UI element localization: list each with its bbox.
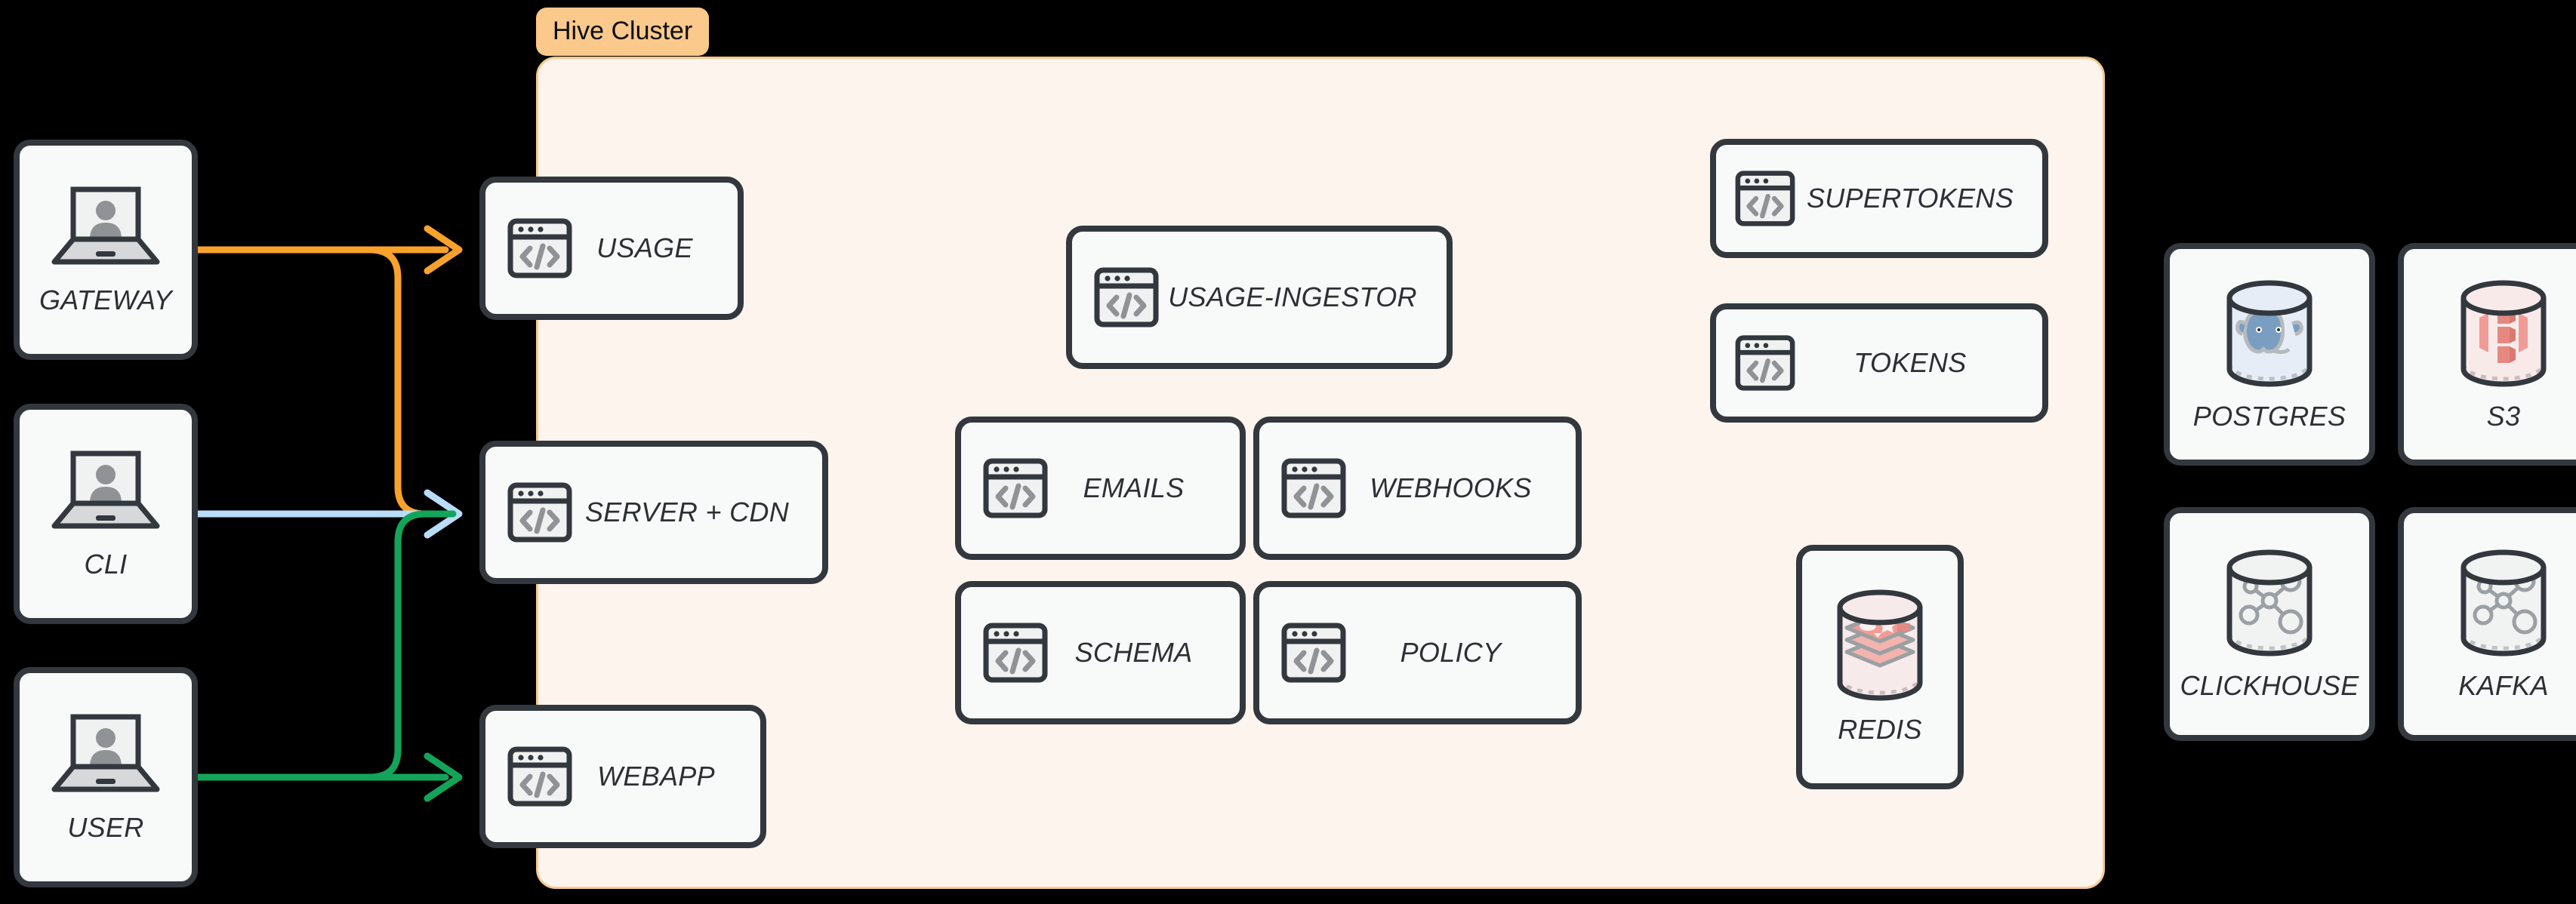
store-node-redis[interactable]: REDIS [1796,545,1964,789]
client-node-cli[interactable]: CLI [14,404,198,624]
code-window-icon [1280,622,1347,684]
postgres-cylinder-icon [2216,277,2323,390]
laptop-user-icon [49,711,162,795]
code-window-icon [982,622,1049,684]
service-node-server-cdn[interactable]: SERVER + CDN [479,441,828,584]
service-node-webapp[interactable]: WEBAPP [479,705,766,848]
store-label: POSTGRES [2192,400,2346,432]
code-window-icon [1734,170,1796,227]
laptop-user-icon [49,183,162,268]
code-window-icon [507,481,573,543]
service-label: USAGE [596,232,693,263]
code-window-icon [507,746,573,807]
client-label: CLI [84,549,128,580]
graph-cylinder-icon [2450,546,2557,660]
service-node-policy[interactable]: POLICY [1253,581,1582,724]
client-label: GATEWAY [39,284,173,315]
wire-gateway-server [194,246,457,518]
laptop-user-icon [49,447,162,532]
service-label: TOKENS [1853,347,1967,378]
store-node-postgres[interactable]: POSTGRES [2164,243,2375,466]
service-label: EMAILS [1083,472,1185,503]
code-window-icon [982,457,1049,519]
service-label: SUPERTOKENS [1806,183,2014,214]
service-label: POLICY [1400,637,1502,668]
store-node-s3[interactable]: S3 [2398,243,2576,466]
arrowhead-server [424,489,463,539]
service-label: SCHEMA [1074,637,1193,668]
arrowhead-usage [424,225,463,275]
store-label: KAFKA [2458,670,2549,701]
code-window-icon [1734,334,1796,392]
code-window-icon [1093,266,1160,328]
store-label: S3 [2486,400,2521,432]
service-node-webhooks[interactable]: WEBHOOKS [1253,417,1582,560]
store-node-clickhouse[interactable]: CLICKHOUSE [2164,507,2375,741]
client-label: USER [67,812,144,843]
service-label: WEBAPP [597,761,715,792]
service-label: WEBHOOKS [1370,472,1532,503]
hive-cluster-label: Hive Cluster [536,8,710,56]
code-window-icon [507,217,573,279]
arrowhead-webapp [424,752,463,802]
store-label: REDIS [1838,714,1922,745]
wire-user-server [194,510,457,781]
store-label: CLICKHOUSE [2180,670,2359,701]
service-node-usage-ingestor[interactable]: USAGE-INGESTOR [1066,226,1453,369]
s3-cylinder-icon [2450,277,2557,390]
service-node-emails[interactable]: EMAILS [955,417,1246,560]
redis-cylinder-icon [1828,589,1932,702]
service-node-tokens[interactable]: TOKENS [1710,303,2048,423]
service-node-schema[interactable]: SCHEMA [955,581,1246,724]
service-node-usage[interactable]: USAGE [479,177,744,320]
service-node-supertokens[interactable]: SUPERTOKENS [1710,139,2048,258]
client-node-user[interactable]: USER [14,667,198,887]
store-node-kafka[interactable]: KAFKA [2398,507,2576,741]
graph-cylinder-icon [2216,546,2323,660]
service-label: USAGE-INGESTOR [1168,281,1417,312]
client-node-gateway[interactable]: GATEWAY [14,140,198,360]
service-label: SERVER + CDN [584,497,789,527]
code-window-icon [1280,457,1347,519]
